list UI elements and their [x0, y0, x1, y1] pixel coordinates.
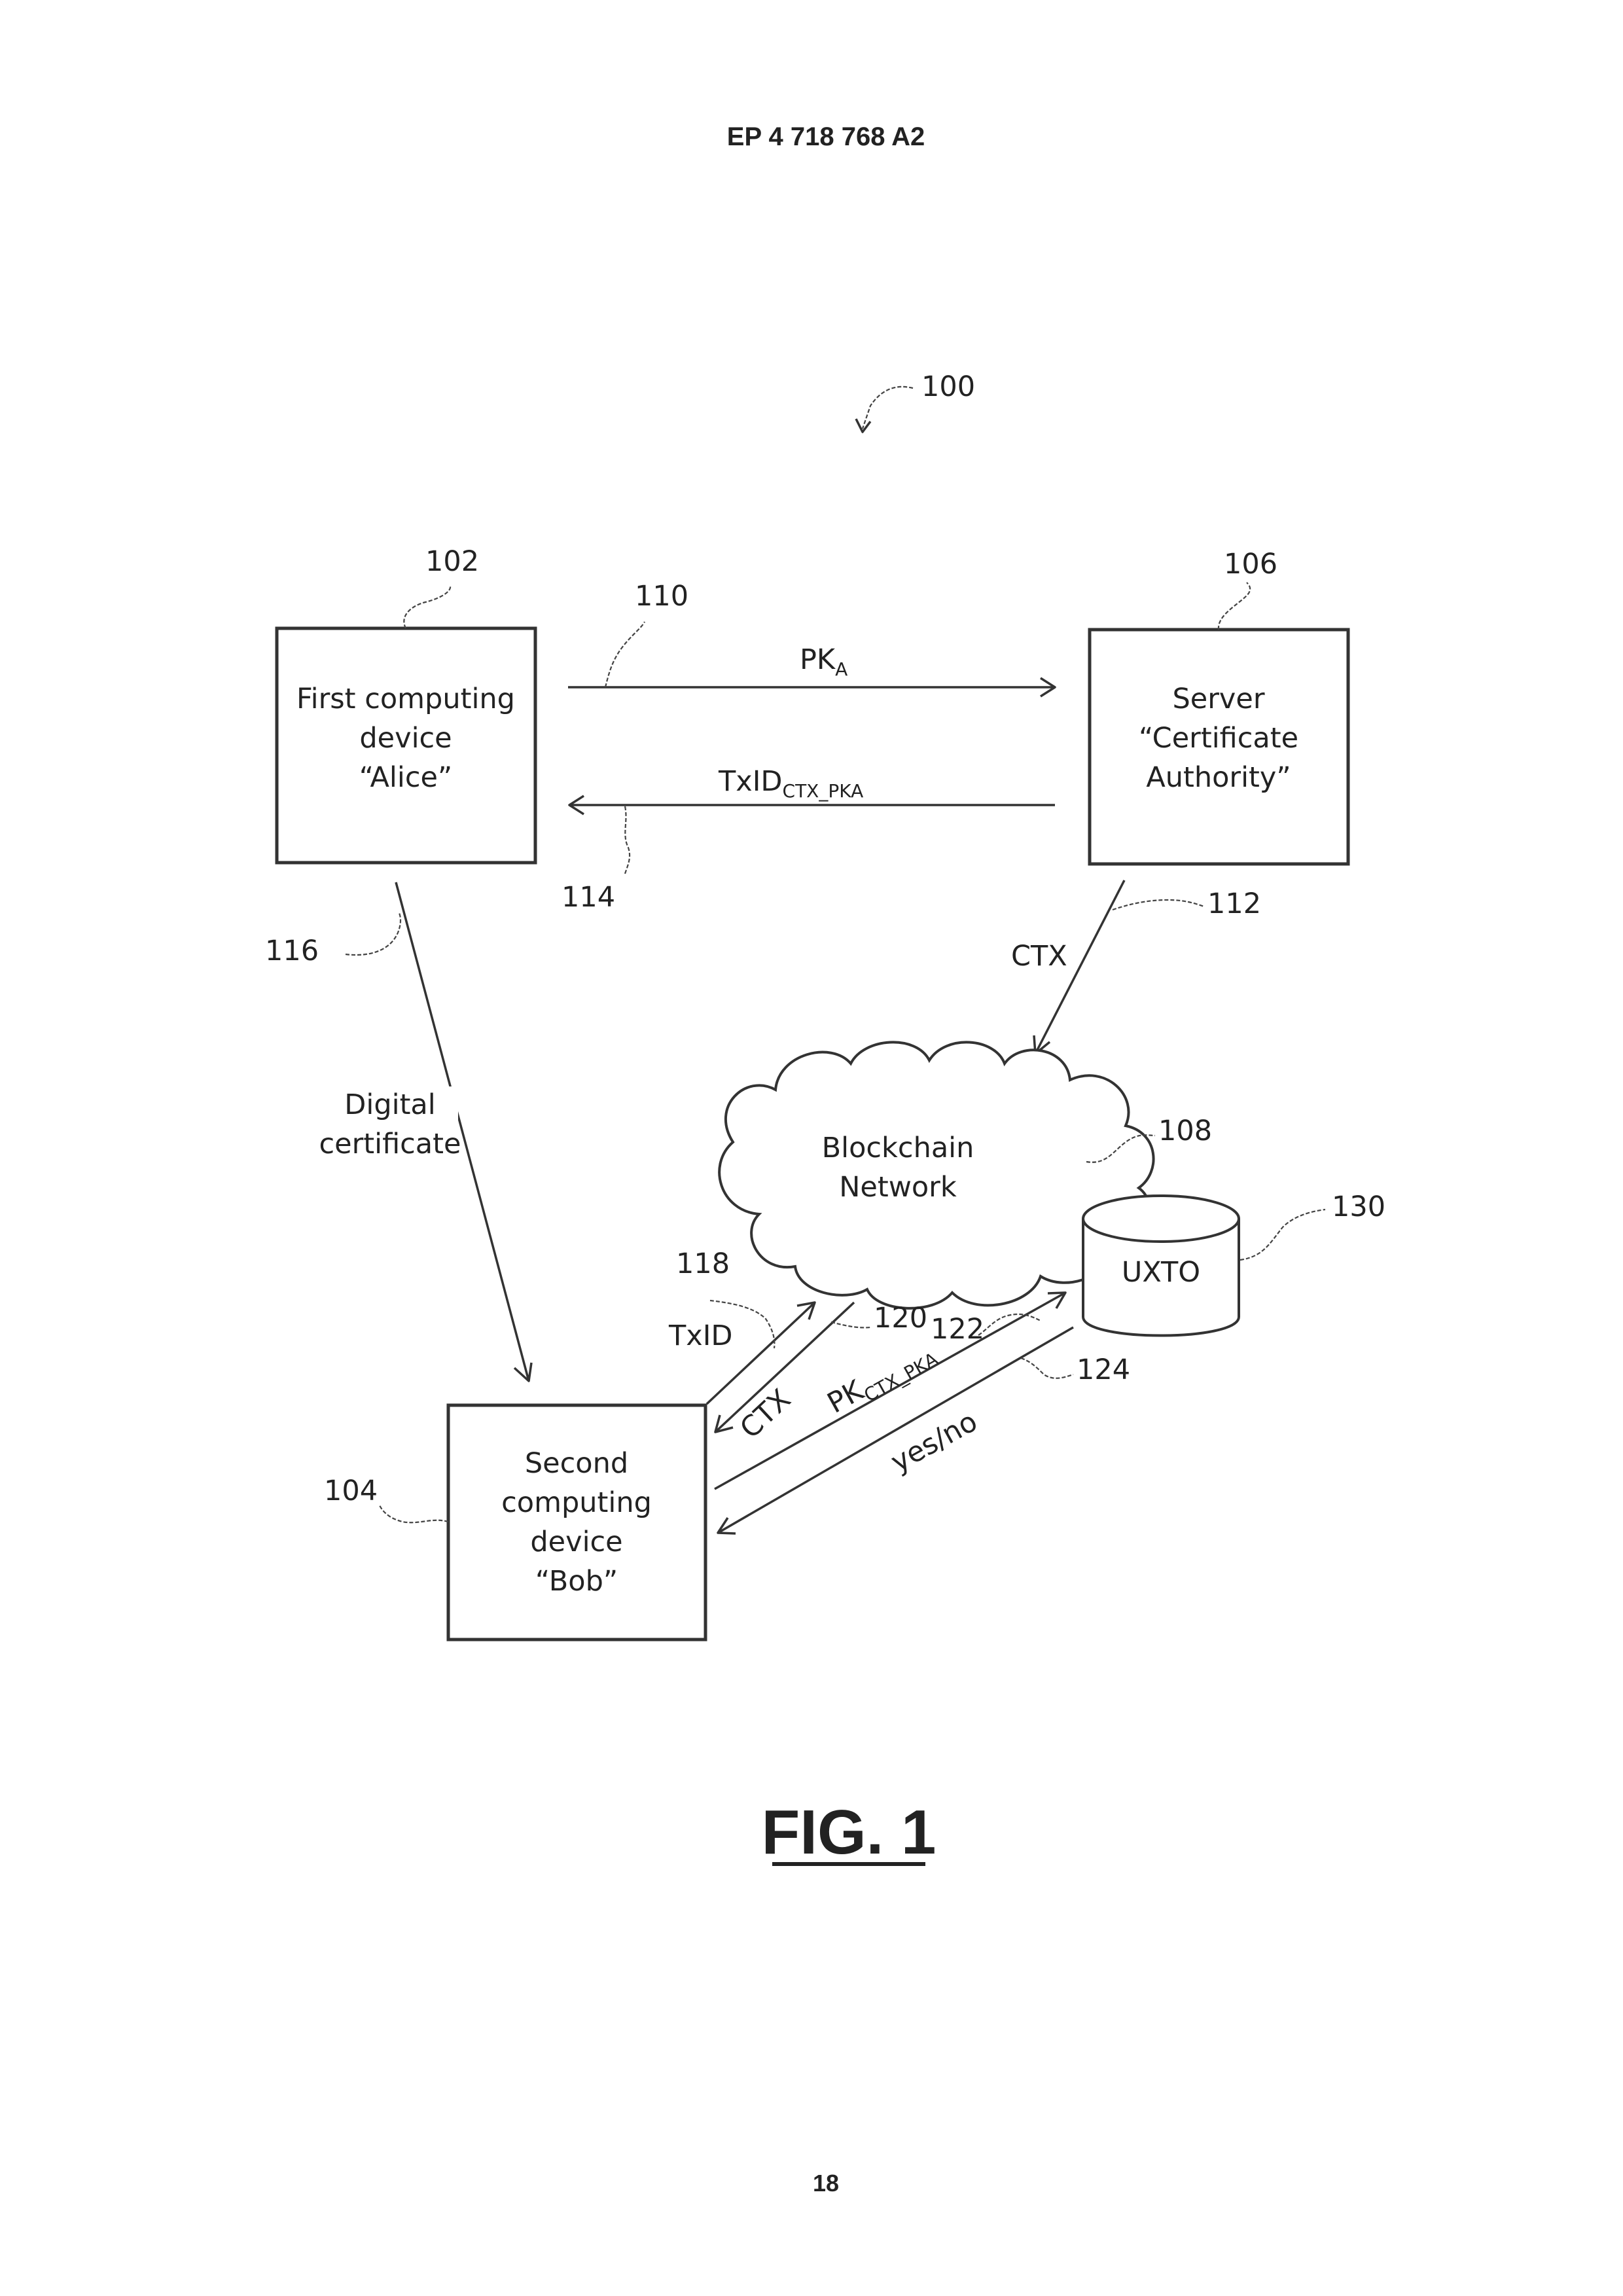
digital-certificate-line-2: certificate — [319, 1128, 461, 1160]
ref-100-label: 100 — [921, 370, 975, 403]
pk-ctx-pka-label: PKCTX_PKA — [822, 1335, 942, 1424]
blockchain-line-2: Network — [839, 1171, 957, 1204]
txid-bob-label: TxID — [668, 1319, 733, 1352]
alice-line-2: device — [359, 722, 452, 755]
ref-106: 106 — [1224, 548, 1277, 581]
ref-118: 118 — [676, 1247, 730, 1280]
ref-104: 104 — [324, 1475, 378, 1507]
arrow-digital-certificate: Digital certificate — [319, 882, 531, 1381]
ref-130: 130 — [1332, 1191, 1385, 1223]
alice-line-1: First computing — [296, 683, 515, 715]
figure-caption: FIG. 1 — [762, 1797, 936, 1867]
ref-108: 108 — [1158, 1115, 1212, 1147]
ref-122: 122 — [931, 1313, 984, 1346]
bob-box: Second computing device “Bob” — [448, 1405, 705, 1640]
yes-no-label: yes/no — [885, 1405, 983, 1479]
server-line-1: Server — [1172, 683, 1264, 715]
arrow-txid-bob: TxID — [668, 1302, 815, 1404]
server-line-2: “Certificate — [1139, 722, 1298, 755]
figure-ref-100: 100 — [856, 370, 975, 432]
alice-box: First computing device “Alice” — [277, 628, 535, 863]
ctx-bob-label: CTX — [734, 1383, 797, 1445]
ref-120: 120 — [874, 1302, 927, 1335]
arrow-ctx-server: CTX — [1011, 880, 1124, 1054]
bob-line-4: “Bob” — [535, 1565, 618, 1598]
ref-102: 102 — [425, 545, 479, 578]
utxo-label: UXTO — [1122, 1256, 1200, 1289]
utxo-database: UXTO — [1083, 1196, 1239, 1336]
blockchain-line-1: Blockchain — [822, 1132, 974, 1164]
bob-line-3: device — [530, 1526, 622, 1558]
arrow-pk-a: PKA — [568, 643, 1055, 696]
alice-line-3: “Alice” — [359, 761, 452, 794]
server-line-3: Authority” — [1146, 761, 1291, 794]
arrow-txid-ctx-pka: TxIDCTX_PKA — [569, 765, 1055, 814]
digital-certificate-line-1: Digital — [344, 1088, 435, 1121]
bob-line-2: computing — [501, 1486, 652, 1519]
server-box: Server “Certificate Authority” — [1090, 630, 1348, 864]
pk-a-label: PKA — [800, 643, 847, 680]
txid-ctx-pka-label: TxIDCTX_PKA — [718, 765, 863, 802]
bob-line-1: Second — [525, 1447, 628, 1480]
ref-112: 112 — [1207, 888, 1261, 920]
ref-116: 116 — [265, 935, 319, 967]
page-number: 18 — [813, 2170, 839, 2197]
publication-number: EP 4 718 768 A2 — [727, 122, 925, 151]
ref-110: 110 — [635, 580, 688, 613]
ref-124: 124 — [1077, 1354, 1130, 1386]
ctx-server-label: CTX — [1011, 940, 1067, 973]
ref-114: 114 — [562, 881, 615, 914]
